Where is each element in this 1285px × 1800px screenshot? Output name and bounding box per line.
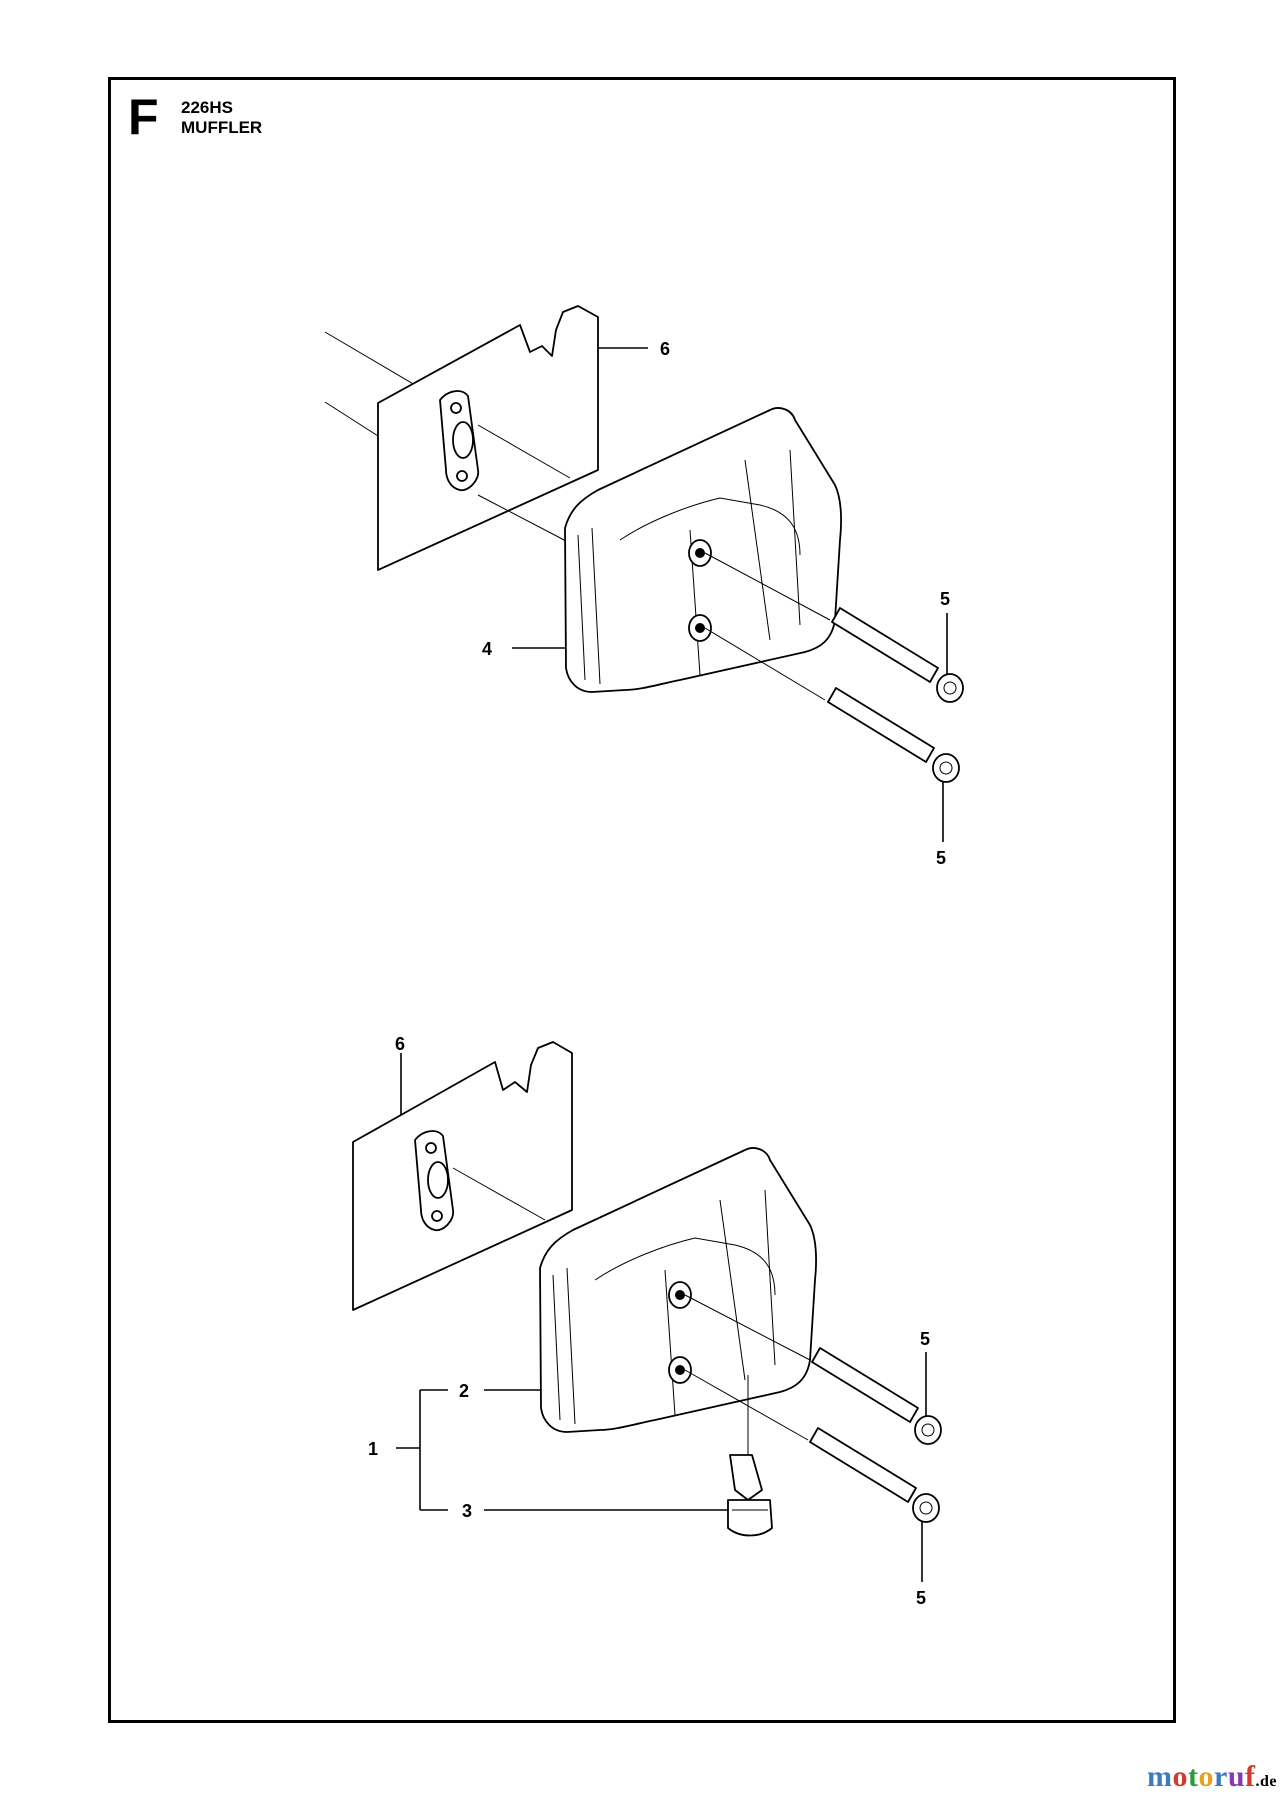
- callout-top-4: 4: [482, 639, 492, 659]
- watermark-logo: motoruf.de: [1147, 1760, 1277, 1794]
- callout-top-5a: 5: [940, 589, 950, 609]
- top-assembly: [324, 305, 964, 842]
- diagram-frame: [108, 77, 1176, 1723]
- diagram-title: MUFFLER: [181, 118, 263, 137]
- screw-upper: [831, 607, 964, 703]
- heat-shield-plate: [352, 1041, 573, 1311]
- watermark-name: motoruf: [1146, 1760, 1256, 1793]
- callout-bottom-1: 1: [368, 1439, 378, 1459]
- callout-top-6: 6: [660, 339, 670, 359]
- callout-bottom-6: 6: [395, 1034, 405, 1054]
- screw-upper: [811, 1347, 942, 1445]
- callout-bottom-5b: 5: [916, 1588, 926, 1608]
- screw-lower: [827, 687, 960, 783]
- model-name: 226HS: [181, 98, 233, 117]
- bottom-assembly: [352, 1041, 942, 1582]
- callout-top-5b: 5: [936, 848, 946, 868]
- spark-arrestor: [727, 1454, 773, 1537]
- heat-shield-plate: [377, 305, 599, 571]
- callout-bottom-5a: 5: [920, 1329, 930, 1349]
- section-letter: F: [128, 89, 159, 145]
- watermark-tld: .de: [1255, 1773, 1277, 1790]
- callout-bottom-2: 2: [459, 1381, 469, 1401]
- callout-bottom-3: 3: [462, 1501, 472, 1521]
- screw-lower: [809, 1427, 940, 1523]
